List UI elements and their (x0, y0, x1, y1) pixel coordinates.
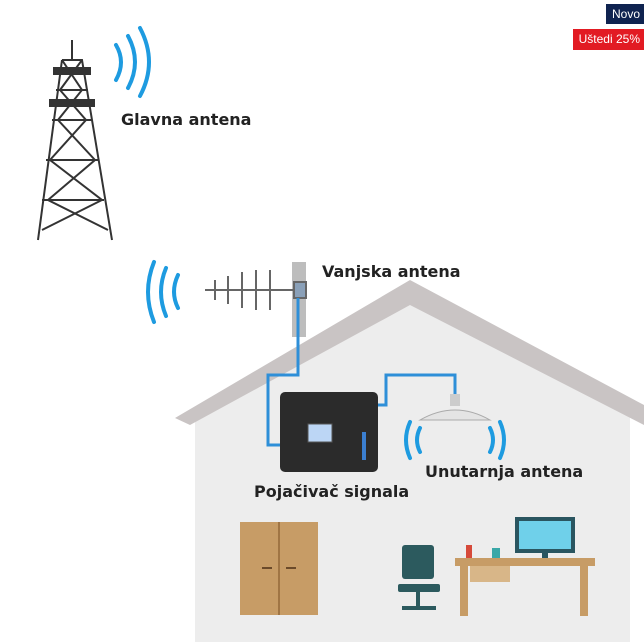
cell-tower-icon (37, 40, 113, 241)
indoor-ceiling-antenna-icon (418, 394, 492, 421)
indoor-signal-waves-icon (404, 420, 506, 460)
amplifier-label: Pojačivač signala (254, 482, 410, 501)
indoor-antenna-label: Unutarnja antena (425, 462, 584, 481)
discount-badge: Uštedi 25% (572, 29, 644, 50)
signal-amplifier-device (280, 392, 378, 472)
coax-cable (266, 298, 457, 447)
computer-monitor-icon (515, 517, 575, 558)
office-chair (398, 545, 440, 610)
wardrobe (240, 522, 318, 615)
main-antenna-label: Glavna antena (121, 110, 252, 129)
tower-signal-waves-icon (114, 26, 151, 98)
new-badge: Novo (605, 4, 644, 24)
outdoor-signal-waves-icon (146, 260, 180, 324)
desk (455, 545, 595, 616)
outdoor-antenna-label: Vanjska antena (322, 262, 461, 281)
outdoor-antenna-icon (205, 270, 307, 310)
